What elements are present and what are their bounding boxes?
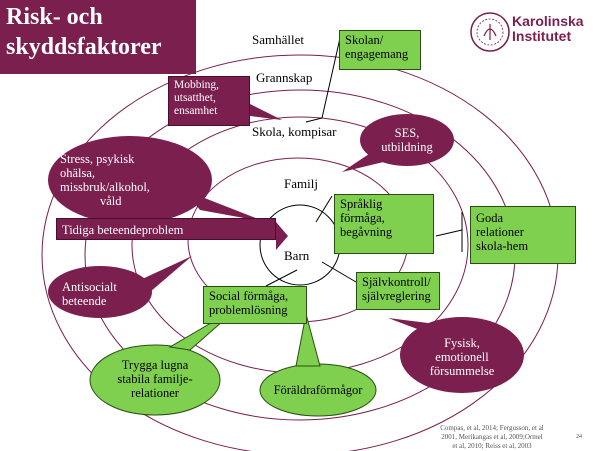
language-ability-box: Språklig förmåga, begåvning bbox=[334, 194, 434, 254]
logo-line: Institutet bbox=[512, 28, 572, 44]
early-behavior-box: Tidiga beteendeproblem bbox=[56, 218, 276, 240]
box-line: ensamhet bbox=[174, 105, 218, 117]
level-family: Familj bbox=[284, 176, 318, 191]
stress-bubble bbox=[48, 136, 212, 224]
early-arrow bbox=[276, 222, 288, 250]
connector-line bbox=[315, 195, 333, 223]
bubble-line: Fysisk, bbox=[444, 336, 480, 350]
connector-line bbox=[435, 229, 463, 237]
page-number: 24 bbox=[576, 434, 582, 440]
family-env-bubble bbox=[89, 344, 221, 416]
bubble-line: stabila familje- bbox=[117, 372, 193, 386]
ses-bubble-tail bbox=[342, 152, 392, 172]
box-line: Språklig bbox=[340, 197, 383, 211]
title-line: skyddsfaktorer bbox=[6, 34, 162, 60]
bubble-line: Antisocialt bbox=[62, 280, 117, 294]
box-line: Goda bbox=[476, 211, 504, 225]
title-background bbox=[0, 0, 196, 74]
parenting-bubble-tail bbox=[295, 313, 321, 367]
box-line: relationer bbox=[476, 225, 524, 239]
box-line: engagemang bbox=[345, 47, 409, 61]
connector-line bbox=[305, 117, 323, 123]
box-line: självreglering bbox=[362, 289, 431, 303]
bubble-line: Föräldraförmågor bbox=[273, 383, 363, 397]
self-control-box: Självkontroll/ självreglering bbox=[356, 272, 440, 310]
box-line: skola-hem bbox=[476, 239, 529, 253]
ses-bubble-text: SES, utbildning bbox=[368, 126, 446, 154]
box-line: problemlösning bbox=[209, 303, 288, 317]
logo-line: Karolinska bbox=[512, 13, 584, 29]
title-line: Risk- och bbox=[6, 4, 103, 30]
stress-bubble-tail bbox=[184, 190, 266, 222]
level-school: Skola, kompisar bbox=[252, 124, 337, 139]
level-society: Samhället bbox=[252, 32, 304, 47]
connector-line bbox=[321, 261, 357, 283]
box-line: utsatthet, bbox=[174, 92, 216, 104]
seal-icon bbox=[470, 12, 510, 52]
bubble-line: Stress, psykisk bbox=[60, 152, 135, 166]
page-title: Risk- och skyddsfaktorer bbox=[6, 2, 192, 62]
ses-bubble bbox=[360, 114, 454, 166]
citation-line: Compas, et al, 2014; Fergusson, et al bbox=[440, 424, 544, 432]
bullying-box: Mobbing, utsatthet, ensamhet bbox=[168, 76, 250, 126]
bubble-line: våld bbox=[100, 194, 122, 208]
antisocial-bubble-tail bbox=[140, 256, 192, 292]
citation: Compas, et al, 2014; Fergusson, et al 20… bbox=[412, 424, 572, 451]
neglect-bubble-tail bbox=[388, 318, 436, 330]
school-engagement-box: Skolan/ engagemang bbox=[339, 30, 421, 70]
level-neighborhood: Grannskap bbox=[256, 70, 313, 85]
bubble-line: ohälsa, bbox=[60, 166, 96, 180]
neglect-bubble-text: Fysisk, emotionell försummelse bbox=[420, 336, 504, 378]
antisocial-bubble-text: Antisocialt beteende bbox=[62, 280, 132, 308]
bubble-line: relationer bbox=[131, 386, 179, 400]
citation-line: 2001, Merikangas et al, 2009;Ormel bbox=[441, 433, 543, 441]
connector-line bbox=[321, 37, 341, 119]
karolinska-logo: Karolinska Institutet bbox=[470, 10, 592, 58]
family-env-bubble-text: Trygga lugna stabila familje- relationer bbox=[100, 358, 210, 400]
box-line: Skolan/ bbox=[345, 33, 384, 47]
bubble-line: försummelse bbox=[429, 364, 495, 378]
box-line: Självkontroll/ bbox=[362, 275, 431, 289]
home-school-relations-box: Goda relationer skola-hem bbox=[470, 206, 576, 264]
child-circle bbox=[259, 204, 341, 286]
citation-line: et al, 2010; Reiss et al, 2003 bbox=[452, 442, 532, 450]
bubble-line: SES, bbox=[394, 126, 420, 140]
mobbing-arrow bbox=[250, 104, 282, 120]
neglect-bubble bbox=[400, 317, 524, 393]
box-line: förmåga, bbox=[340, 211, 385, 225]
bubble-line: emotionell bbox=[435, 350, 489, 364]
stress-bubble-text: Stress, psykisk ohälsa, missbruk/alkohol… bbox=[60, 152, 200, 208]
level-child: Barn bbox=[284, 248, 310, 263]
bubble-line: missbruk/alkohol, bbox=[60, 180, 150, 194]
logo-text: Karolinska Institutet bbox=[512, 14, 584, 44]
bubble-line: Trygga lugna bbox=[121, 358, 189, 372]
antisocial-bubble bbox=[48, 266, 152, 318]
connector-line bbox=[265, 269, 298, 287]
box-line: Mobbing, bbox=[174, 79, 220, 91]
box-line: Tidiga beteendeproblem bbox=[62, 223, 184, 237]
bubble-line: beteende bbox=[62, 294, 107, 308]
parenting-bubble-text: Föräldraförmågor bbox=[268, 383, 368, 397]
bubble-line: utbildning bbox=[381, 140, 433, 154]
box-line: begåvning bbox=[340, 225, 393, 239]
box-line: Social förmåga, bbox=[209, 289, 289, 303]
social-ability-box: Social förmåga, problemlösning bbox=[203, 286, 307, 324]
